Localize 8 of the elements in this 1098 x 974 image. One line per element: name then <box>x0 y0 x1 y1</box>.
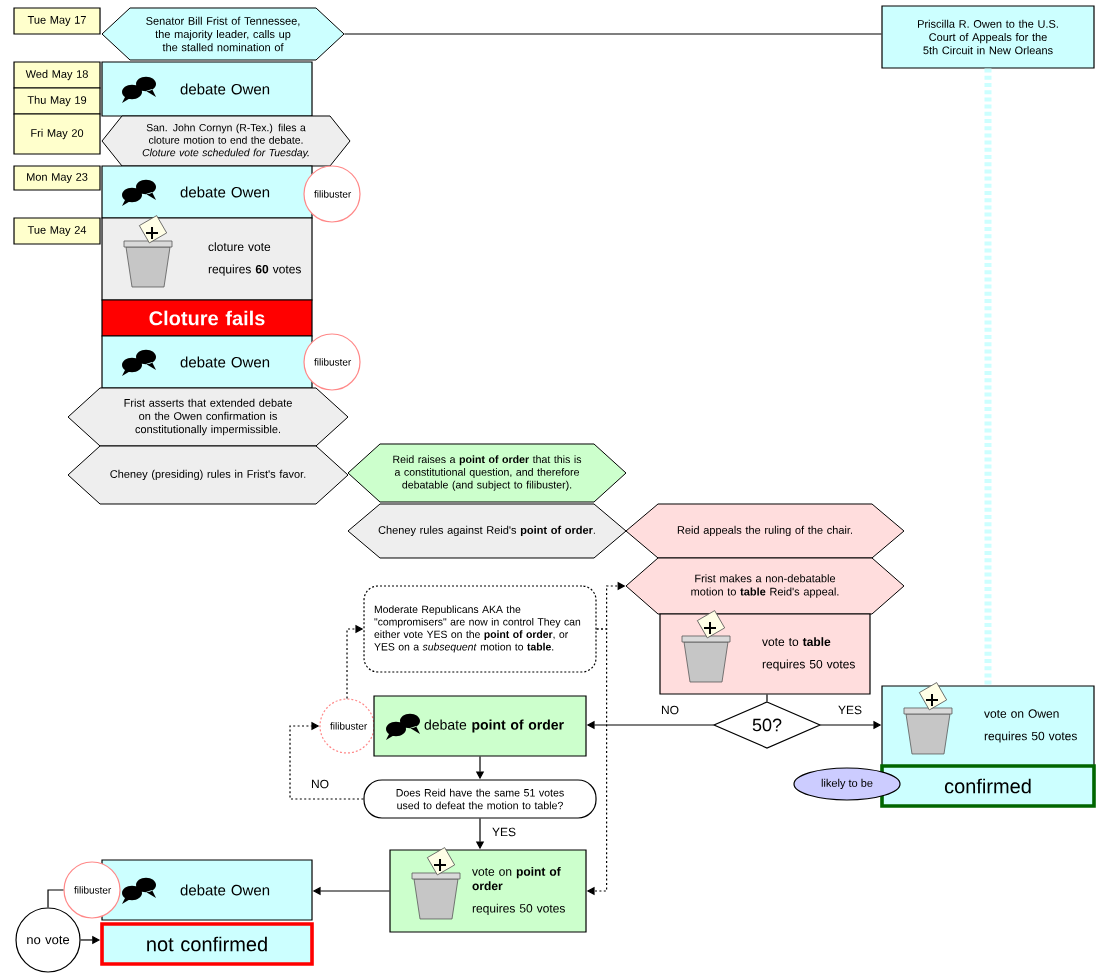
result-box: confirmed <box>880 764 1096 808</box>
connector <box>289 721 364 800</box>
result-box: Cloture fails <box>101 299 313 337</box>
connector <box>343 33 882 35</box>
connector <box>766 694 768 703</box>
connector <box>47 889 64 908</box>
result-box: not confirmed <box>100 922 314 966</box>
connector <box>984 68 992 686</box>
